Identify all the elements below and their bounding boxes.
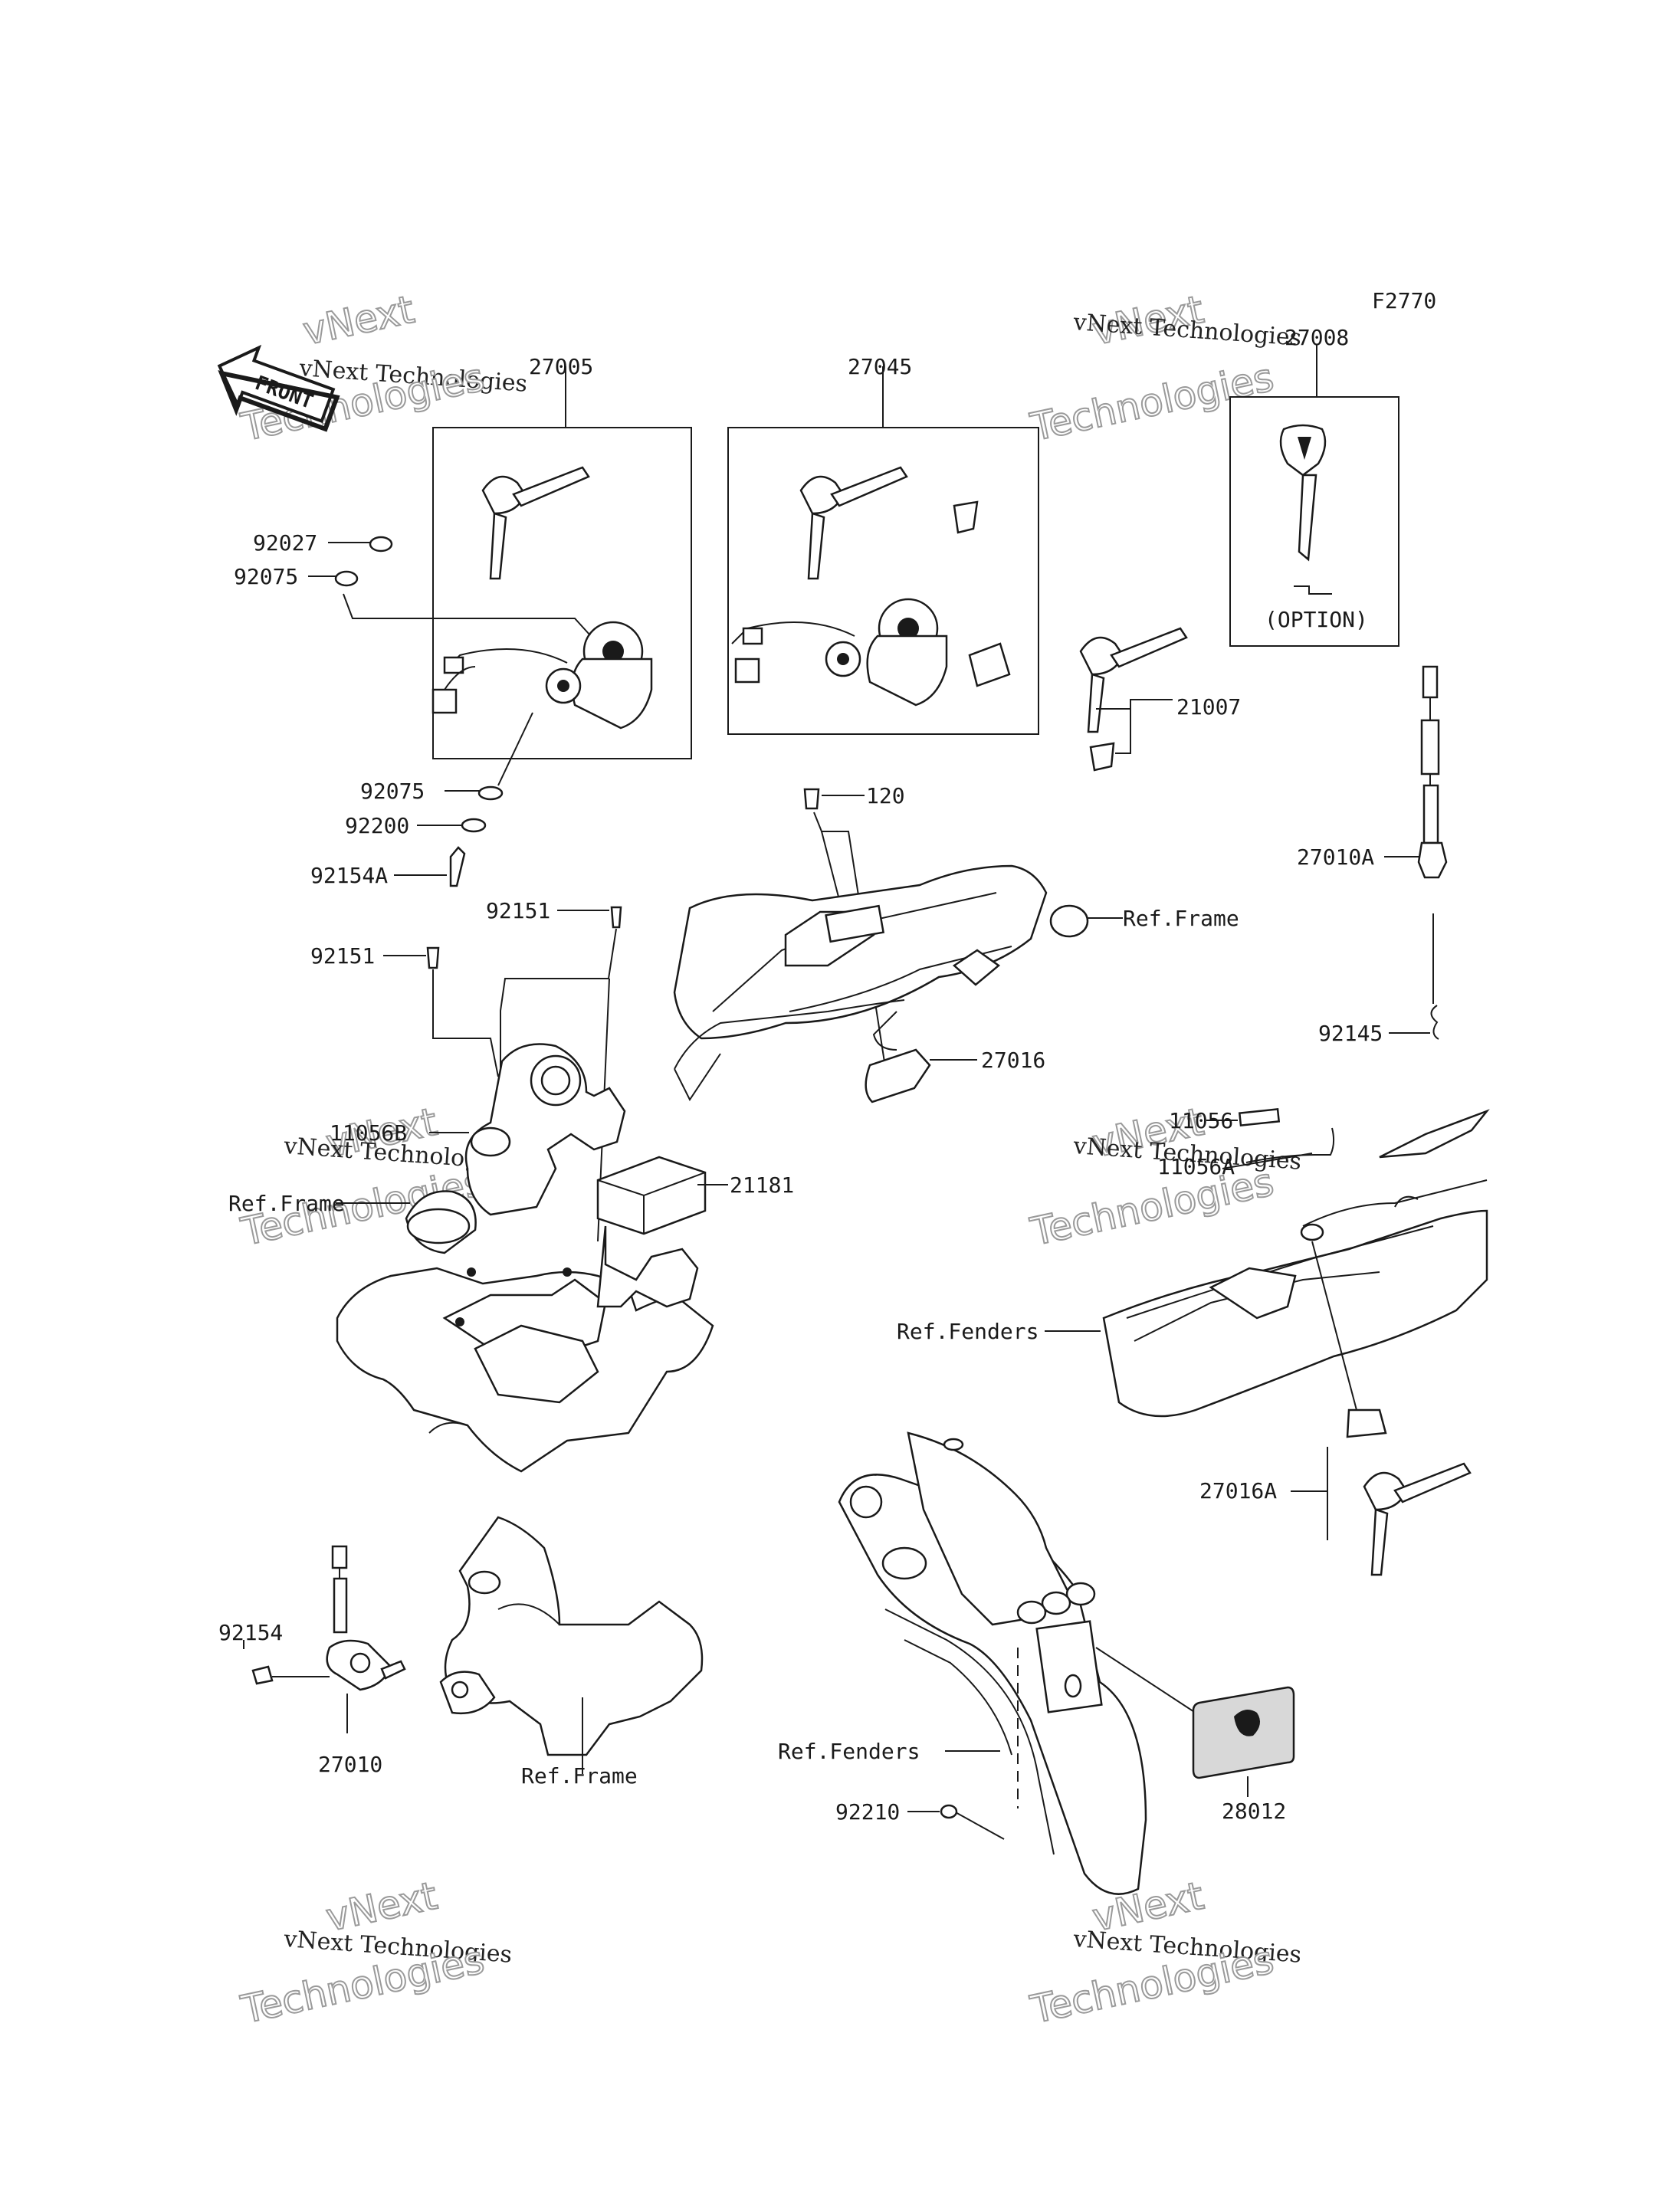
part-label-92151b: 92151 (310, 943, 375, 969)
ref-label-frame-a: Ref.Frame (1123, 906, 1239, 931)
part-label-92210: 92210 (835, 1799, 900, 1825)
watermark-text: Technologies (1026, 355, 1277, 450)
ref-label-frame-c: Ref.Frame (521, 1763, 638, 1789)
part-label-27008: 27008 (1285, 325, 1349, 350)
switch-27010A: 27010A 92145 (1297, 665, 1448, 1046)
watermark-text: vNext (299, 287, 418, 354)
part-label-92075a: 92075 (234, 564, 298, 589)
rear-subframe: 11056 11056A Ref.Fenders (897, 1108, 1490, 1418)
part-label-27045: 27045 (848, 354, 912, 379)
part-label-92075b: 92075 (360, 779, 425, 804)
part-label-27005: 27005 (529, 354, 593, 379)
part-label-11056B: 11056B (330, 1120, 407, 1146)
ignition-switch-set-27045: 27045 (727, 354, 1039, 735)
washers-left: 92027 92075 92075 92200 92154A (234, 530, 591, 888)
part-label-92151a: 92151 (486, 898, 550, 923)
part-label-21181: 21181 (730, 1172, 794, 1198)
part-label-27010A: 27010A (1297, 844, 1374, 870)
option-key-27008: (OPTION) 27008 (1229, 325, 1399, 647)
part-label-27016A: 27016A (1199, 1478, 1277, 1503)
part-label-92154A: 92154A (310, 863, 388, 888)
front-arrow-icon: FRONT (217, 344, 340, 432)
frame-bottom-left: Ref.Frame (439, 1516, 704, 1789)
switch-27010: 92154 27010 (218, 1545, 406, 1777)
part-label-92145: 92145 (1318, 1021, 1383, 1046)
part-label-21007: 21007 (1176, 694, 1241, 720)
figure-code: F2770 (1372, 288, 1436, 313)
part-label-92027: 92027 (253, 530, 317, 556)
part-label-28012: 28012 (1222, 1799, 1286, 1824)
rear-fender: Ref.Fenders 92210 28012 (778, 1431, 1295, 1895)
ref-label-fenders-b: Ref.Fenders (778, 1739, 920, 1764)
part-label-92154: 92154 (218, 1620, 283, 1645)
frame-top-center: 120 Ref.Frame 27016 (673, 783, 1239, 1103)
watermark-top-right: vNext vNext Technologies Technologies (1025, 287, 1302, 451)
part-label-92200: 92200 (345, 813, 409, 838)
frame-left: 11056B Ref.Frame 21181 (228, 1043, 794, 1473)
ref-label-fenders-a: Ref.Fenders (897, 1319, 1039, 1344)
part-label-120: 120 (866, 783, 905, 808)
watermark-top-left: vNext vNext Technologies Technologies (236, 287, 528, 451)
part-label-11056a: 11056 (1169, 1108, 1233, 1133)
ignition-switch-set-27005: 27005 (431, 354, 692, 759)
ref-label-frame-b: Ref.Frame (228, 1191, 345, 1216)
part-label-27016: 27016 (981, 1048, 1045, 1073)
part-label-27010: 27010 (318, 1752, 382, 1777)
lock-set-27016A: 27016A (1199, 1408, 1472, 1576)
part-label-11056b: 11056A (1157, 1154, 1235, 1179)
watermark-bottom-left: vNext vNext Technologies Technologies (236, 1873, 513, 2033)
option-note: (OPTION) (1265, 607, 1368, 632)
watermark-bottom-right: vNext vNext Technologies Technologies (1025, 1873, 1302, 2033)
key-set-21007: 21007 (1079, 627, 1241, 772)
watermark-text: Technologies (1026, 1159, 1277, 1254)
